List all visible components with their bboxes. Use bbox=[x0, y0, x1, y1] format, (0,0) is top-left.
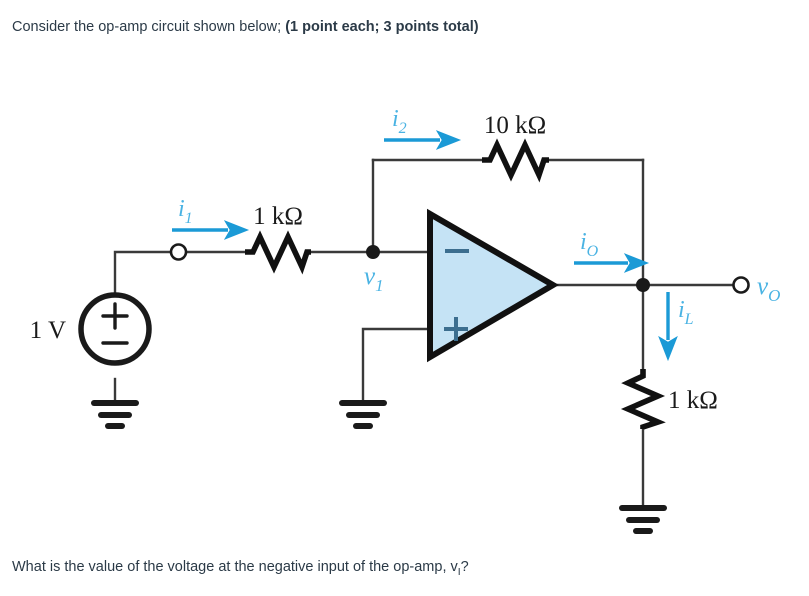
current-label-il: iL bbox=[678, 297, 694, 328]
output-terminal-open-circle bbox=[732, 276, 750, 294]
current-label-i1: i1 bbox=[178, 196, 193, 227]
ground-noninverting bbox=[339, 400, 387, 429]
question-bottom-suffix: ? bbox=[460, 559, 469, 575]
question-top-points: (1 point each; 3 points total) bbox=[285, 19, 479, 35]
current-label-i2: i2 bbox=[392, 106, 407, 137]
wire-noninverting-to-ground bbox=[361, 327, 432, 403]
voltage-source bbox=[78, 292, 152, 366]
current-label-io: iO bbox=[580, 229, 599, 260]
question-bottom-prefix: What is the value of the voltage at the … bbox=[12, 559, 458, 575]
resistor-feedback bbox=[482, 138, 549, 183]
source-plus-sign bbox=[101, 302, 129, 330]
circuit-wires bbox=[113, 158, 737, 508]
node-dot-output bbox=[636, 278, 650, 292]
op-amp bbox=[427, 208, 559, 363]
resistor-feedback-label: 10 kΩ bbox=[484, 112, 546, 139]
question-bottom-subscript: I bbox=[457, 566, 461, 578]
voltage-label-vo: vO bbox=[757, 273, 780, 305]
resistor-load bbox=[620, 369, 666, 430]
source-voltage-label: 1 V bbox=[30, 317, 66, 344]
question-statement-top: Consider the op-amp circuit shown below;… bbox=[12, 18, 479, 37]
ground-load bbox=[619, 505, 667, 534]
input-terminal-open-circle bbox=[169, 243, 188, 261]
resistor-input bbox=[245, 230, 311, 275]
node-dot-inverting-input bbox=[366, 245, 380, 259]
question-top-prefix: Consider the op-amp circuit shown below; bbox=[12, 19, 286, 35]
resistor-load-label: 1 kΩ bbox=[668, 387, 718, 414]
ground-source bbox=[91, 400, 139, 429]
resistor-input-label: 1 kΩ bbox=[253, 203, 303, 230]
voltage-label-v1: v1 bbox=[364, 263, 384, 295]
opamp-noninverting-sign bbox=[444, 317, 468, 341]
op-amp-circuit-diagram: 1 V 1 kΩ 10 kΩ 1 kΩ bbox=[0, 44, 809, 549]
question-statement-bottom: What is the value of the voltage at the … bbox=[12, 558, 469, 578]
